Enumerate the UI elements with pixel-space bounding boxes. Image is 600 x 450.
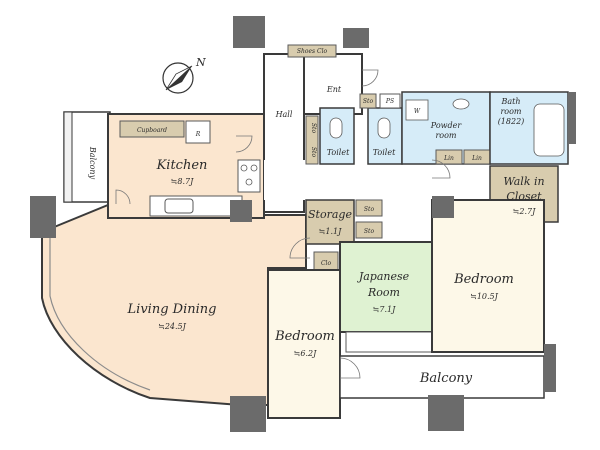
powder-room-line1: Powder: [430, 121, 463, 130]
clo-label: Clo: [321, 260, 332, 267]
living-window: [49, 235, 151, 391]
storage-area: ≒1.1J: [319, 227, 342, 236]
door-swing: [235, 135, 253, 153]
structural-pillar: [230, 396, 266, 432]
door-swing: [339, 357, 361, 379]
cupboard-label: Cupboard: [137, 127, 167, 134]
sto-v1-label: Sto: [310, 123, 317, 134]
bedroom-large: [431, 199, 545, 353]
balcony-left-label: Balcony: [88, 146, 97, 180]
structural-pillar: [428, 395, 464, 431]
door-swing: [289, 237, 311, 259]
structural-pillar: [233, 16, 265, 48]
storage-name: Storage: [308, 208, 352, 221]
storage-room: [305, 199, 355, 245]
kitchen-name: Kitchen: [156, 158, 208, 173]
door-swing: [115, 189, 131, 205]
structural-pillar: [230, 200, 252, 222]
vanity-sink: [452, 98, 470, 110]
compass-ring: [162, 62, 194, 94]
bath-room-line2: room: [500, 107, 521, 116]
toilet-bowl: [377, 117, 391, 139]
bedroom-small-area: ≒6.2J: [294, 349, 317, 358]
bath-room-size: (1822): [498, 117, 525, 126]
linen-2-label: Lin: [471, 155, 482, 162]
bathtub: [533, 103, 565, 157]
walk-in-closet-line2: Closet: [506, 190, 542, 203]
compass-needle-tail: [165, 65, 193, 91]
powder-room-line2: room: [435, 131, 456, 140]
shoes-closet-label: Shoes Clo: [297, 48, 328, 55]
door-swing: [431, 159, 451, 179]
entrance-door: [361, 69, 379, 87]
entrance-label: Ent: [326, 85, 342, 94]
toilet-bowl: [329, 117, 343, 139]
sto-top-label: Sto: [363, 98, 374, 105]
structural-pillar: [568, 92, 576, 144]
bedroom-small-name: Bedroom: [274, 329, 335, 344]
ps-box: [379, 93, 401, 109]
balcony-left-rail: [63, 111, 73, 203]
bedroom-large-name: Bedroom: [453, 272, 514, 287]
bedroom-small: [267, 269, 341, 419]
cupboard: [119, 120, 185, 138]
japanese-engawa: [345, 331, 433, 353]
living-dining-area: ≒24.5J: [158, 322, 187, 331]
linen-closet-1: [435, 149, 463, 165]
refrigerator: [185, 120, 211, 144]
entrance-floor: [303, 53, 363, 115]
cooktop: [237, 159, 261, 193]
washer: [405, 99, 429, 121]
hall-label: Hall: [275, 110, 293, 119]
burner: [245, 178, 253, 186]
bedroom-large-area: ≒10.5J: [470, 292, 499, 301]
structural-pillar: [343, 28, 369, 48]
storage-column-1: [305, 115, 319, 165]
linen-1-label: Lin: [443, 155, 454, 162]
japanese-room-line1: Japanese: [357, 270, 410, 283]
sto-v2-label: Sto: [310, 147, 317, 158]
sto-box-top: [359, 93, 377, 109]
burner: [250, 164, 258, 172]
japanese-room-line2: Room: [367, 286, 400, 299]
toilet-1-label: Toilet: [327, 148, 350, 157]
kitchen-sink: [164, 198, 194, 214]
ps-label: PS: [385, 98, 394, 105]
sto-mid-2-label: Sto: [364, 228, 375, 235]
balcony-bottom: [339, 355, 545, 399]
compass-north-label: N: [195, 56, 206, 69]
balcony-bottom-label: Balcony: [419, 371, 473, 386]
burner: [240, 164, 248, 172]
sto-mid-1-label: Sto: [364, 206, 375, 213]
sto-mid-2: [355, 221, 383, 239]
walk-in-closet-line1: Walk in: [503, 175, 544, 188]
japanese-room-area: ≒7.1J: [373, 305, 396, 314]
living-dining-name: Living Dining: [127, 302, 217, 317]
bath-room-line1: Bath: [500, 97, 520, 106]
corridor-floor: [264, 160, 436, 200]
toilet-2-label: Toilet: [373, 148, 396, 157]
washer-label: W: [414, 108, 421, 115]
japanese-room: [339, 241, 433, 333]
walk-in-closet-area: ≒2.7J: [513, 207, 536, 216]
compass: N: [162, 56, 206, 94]
refrigerator-label: R: [195, 131, 201, 138]
kitchen-counter: [149, 195, 243, 217]
shoes-closet: [287, 44, 337, 58]
kitchen-area: ≒8.7J: [171, 177, 194, 186]
structural-pillar: [30, 196, 56, 238]
structural-pillar: [432, 196, 454, 218]
structural-pillar: [544, 344, 556, 392]
sto-mid-1: [355, 199, 383, 217]
